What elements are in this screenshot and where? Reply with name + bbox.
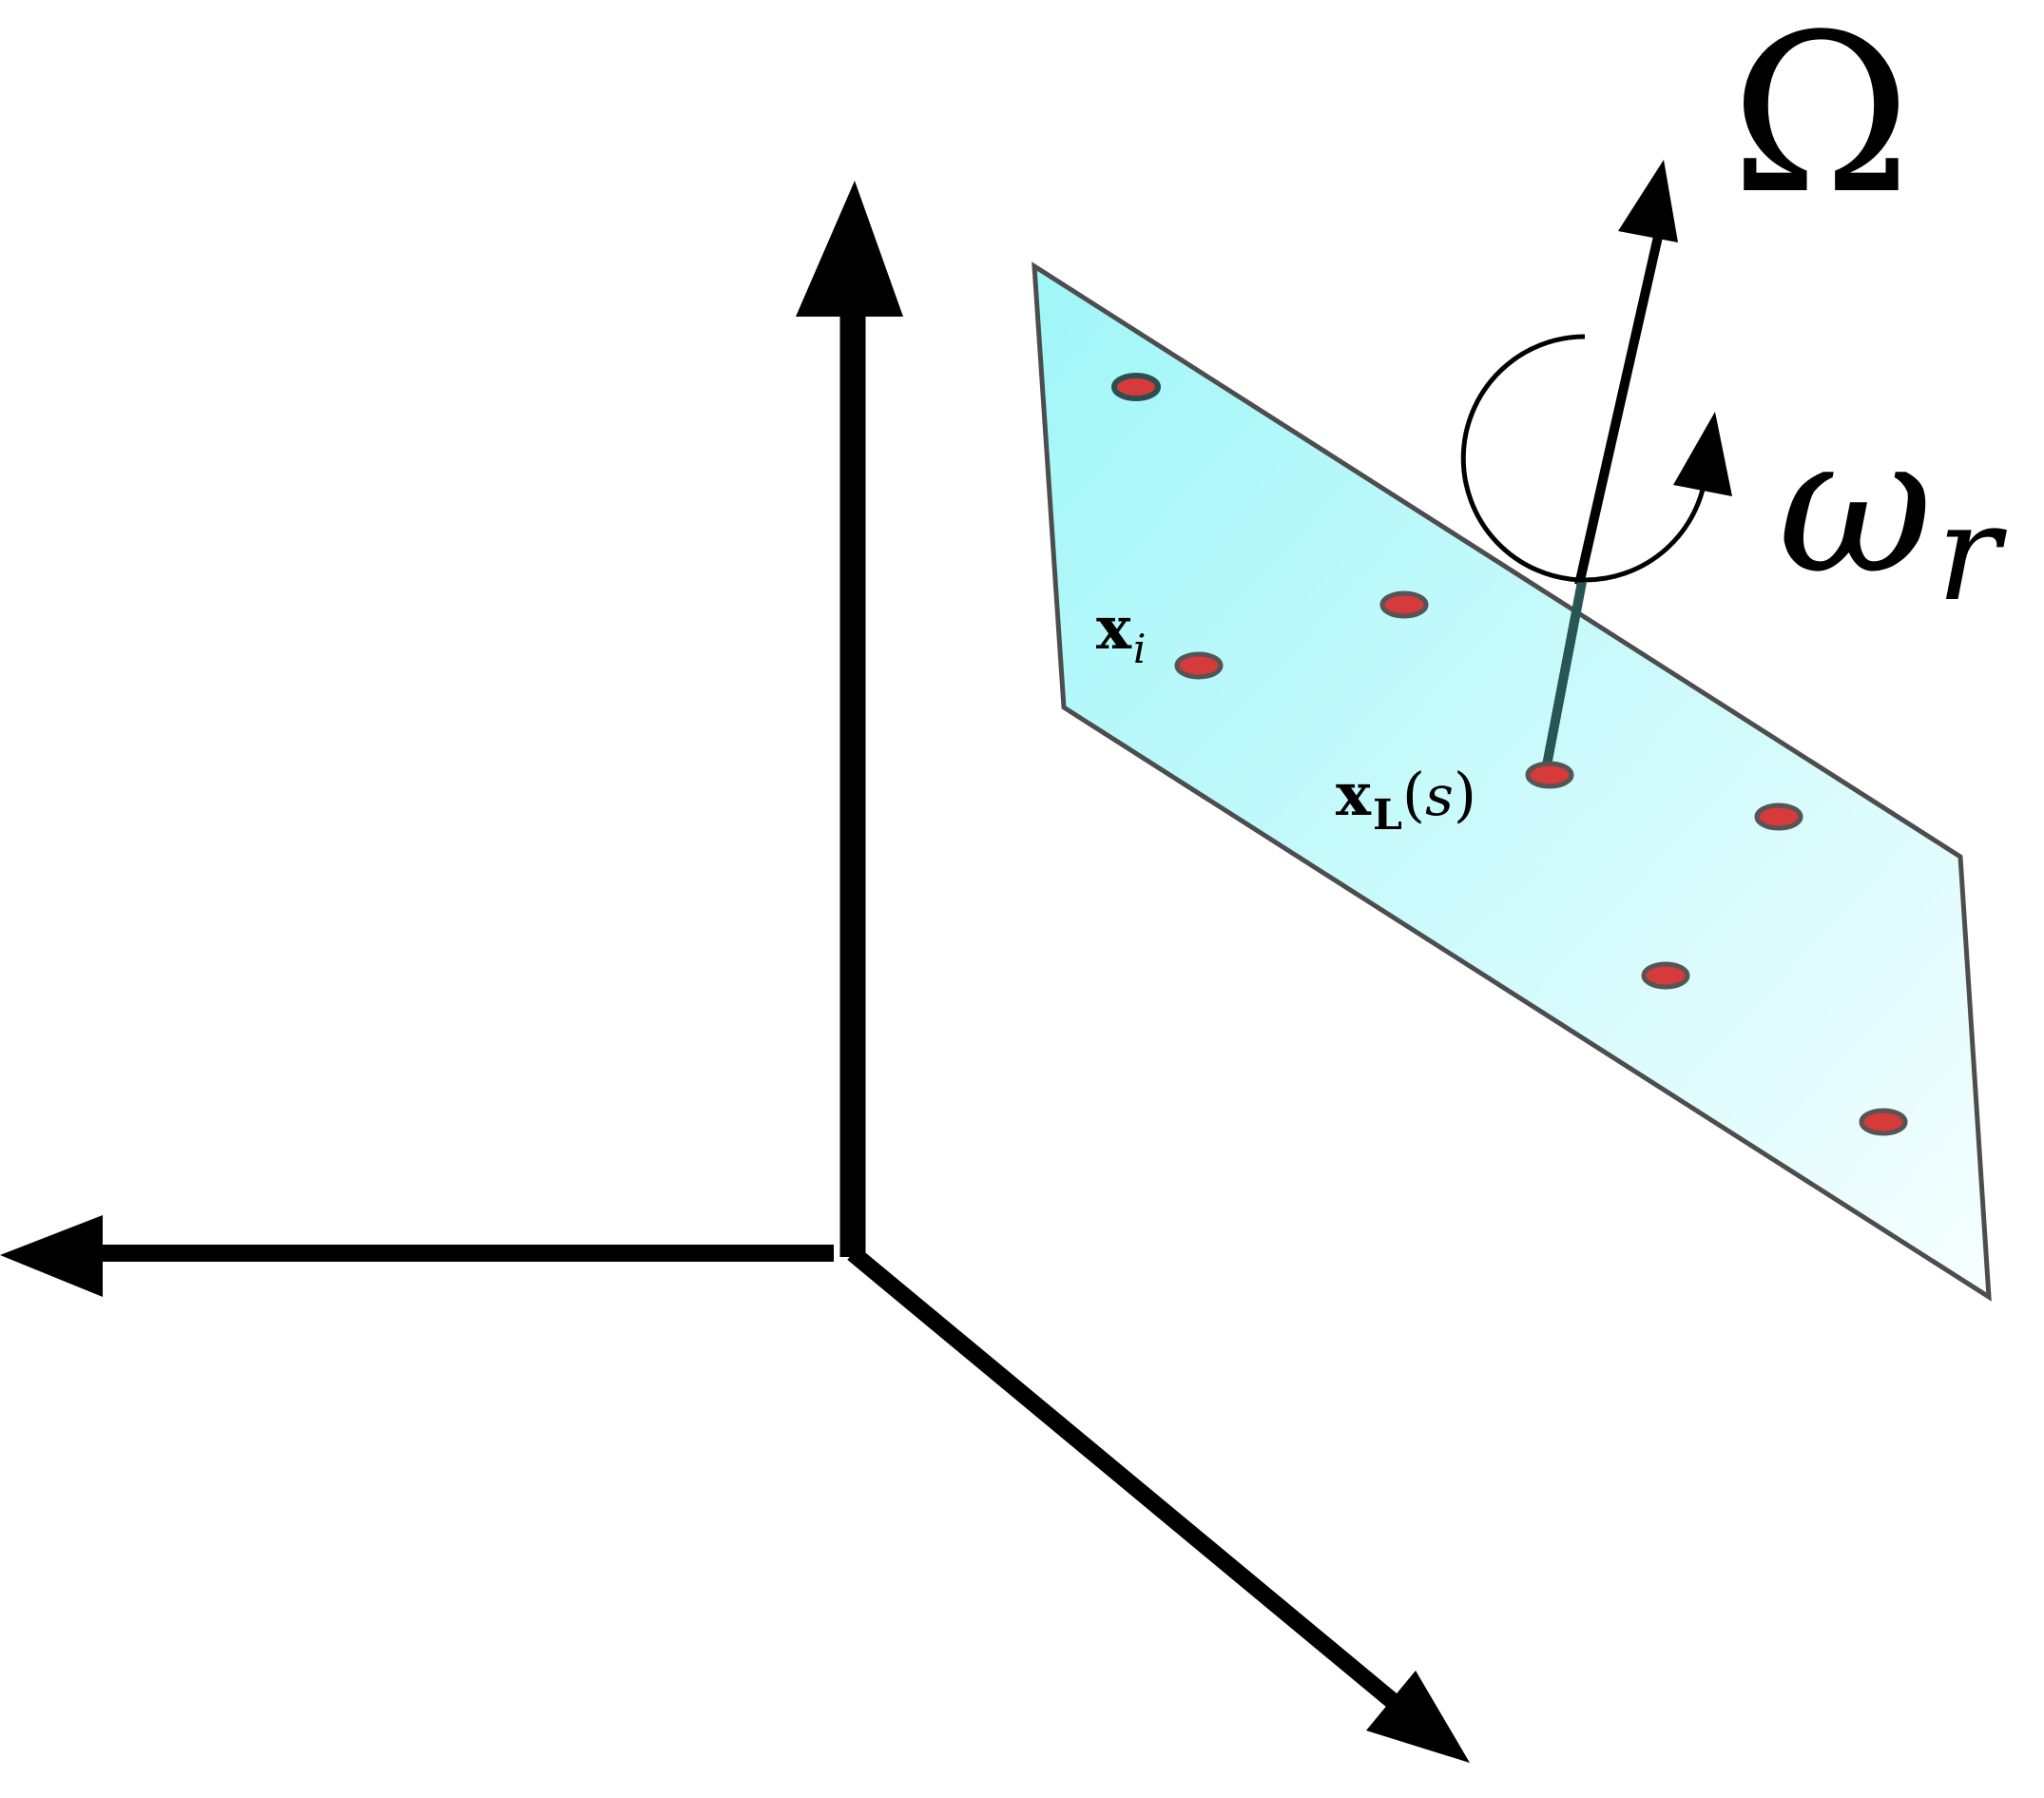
point (1859, 1108, 1908, 1136)
rotation-arrowhead (1673, 412, 1732, 496)
plane-points (1111, 373, 1908, 1136)
circular-arrow-icon (1460, 334, 1732, 583)
omega-vector (1541, 160, 1678, 771)
point-xl (1525, 761, 1574, 789)
diagonal-axis-arrowhead (1366, 1671, 1470, 1763)
diagonal-axis (847, 1247, 1422, 1728)
labels: Ω ωr xi xL(s) (1096, 0, 2007, 840)
point-xi (1174, 651, 1224, 680)
omega-vector-shaft-in-plane (1541, 581, 1587, 771)
plane (1032, 261, 1992, 1302)
omega-vector-shaft-upper (1574, 226, 1665, 587)
omega-label: Ω (1730, 0, 1912, 242)
coordinate-axes (0, 181, 1470, 1763)
xi-label: xi (1096, 593, 1146, 672)
omega-r-label: ωr (1778, 395, 2007, 631)
horizontal-axis-arrowhead (0, 1215, 103, 1297)
rotation-arc (1460, 334, 1709, 583)
vertical-axis-arrowhead (796, 181, 903, 317)
point (1379, 590, 1429, 619)
point (1754, 802, 1803, 831)
point (1641, 961, 1690, 990)
point (1111, 373, 1161, 401)
xl-label: xL(s) (1336, 760, 1476, 840)
omega-vector-arrowhead (1618, 160, 1678, 242)
